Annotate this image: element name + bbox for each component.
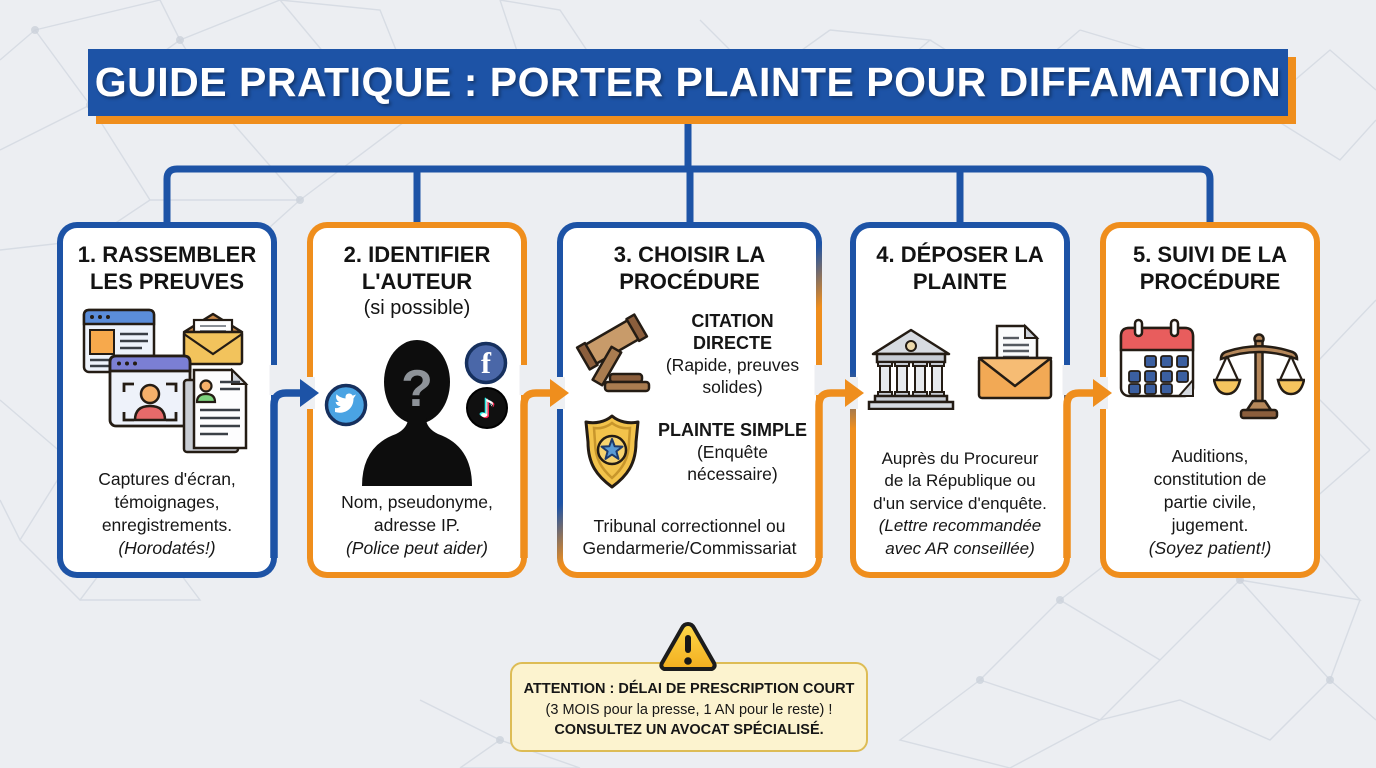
step-card-4: 4. DÉPOSER LA PLAINTE <box>850 222 1070 578</box>
flow-connector-lines <box>163 116 1214 223</box>
option-plainte-simple-label: PLAINTE SIMPLE <box>657 420 807 441</box>
warning-detail: (3 MOIS pour la presse, 1 AN pour le res… <box>545 701 833 718</box>
step-card-5: 5. SUIVI DE LA PROCÉDURE <box>1100 222 1320 578</box>
facebook-icon: f <box>464 341 508 385</box>
step-card-2: 2. IDENTIFIER L'AUTEUR (si possible) ? f <box>307 222 527 578</box>
step-5-icons <box>1115 318 1305 420</box>
procedure-option-citation-directe: CITATION DIRECTE (Rapide, preuves solide… <box>569 310 810 399</box>
warning-triangle-icon <box>659 622 717 671</box>
step-card-1: 1. RASSEMBLER LES PREUVES <box>57 222 277 578</box>
arrow-step1-to-step2-icon <box>269 365 319 558</box>
step-5-description: Auditions, constitution de partie civile… <box>1148 445 1272 558</box>
step-2-icons: ? f ♪ ♪ ♪ <box>317 334 517 487</box>
arrow-step4-to-step5-icon <box>1062 365 1112 558</box>
mail-letter-icon <box>977 323 1053 399</box>
step-2-subtitle: (si possible) <box>363 296 471 319</box>
police-badge-icon <box>584 414 640 489</box>
justice-scales-icon <box>1213 332 1305 419</box>
step-4-icons <box>863 322 1057 410</box>
svg-text:♪: ♪ <box>481 395 497 424</box>
page-title: GUIDE PRATIQUE : PORTER PLAINTE POUR DIF… <box>94 59 1282 105</box>
warning-heading: ATTENTION : DÉLAI DE PRESCRIPTION COURT <box>523 681 855 697</box>
step-1-icons <box>82 308 252 458</box>
option-citation-directe-label: CITATION DIRECTE <box>691 310 774 354</box>
step-3-title: 3. CHOISIR LA PROCÉDURE <box>613 242 766 294</box>
svg-text:♪: ♪ <box>479 394 495 423</box>
step-1-description: Captures d'écran, témoignages, enregistr… <box>98 468 236 558</box>
svg-text:f: f <box>481 347 492 380</box>
step-1-title: 1. RASSEMBLER LES PREUVES <box>77 242 257 294</box>
step-4-title: 4. DÉPOSER LA PLAINTE <box>876 242 1044 294</box>
step-2-description: Nom, pseudonyme, adresse IP. (Police peu… <box>341 491 493 558</box>
twitter-icon <box>324 383 368 427</box>
video-call-window-icon <box>108 354 192 428</box>
step-3-footer: Tribunal correctionnel ou Gendarmerie/Co… <box>582 515 797 559</box>
warning-footer: CONSULTEZ UN AVOCAT SPÉCIALISÉ. <box>554 722 824 739</box>
svg-text:♪: ♪ <box>478 393 494 422</box>
procedure-option-plainte-simple: PLAINTE SIMPLE (Enquête nécessaire) <box>569 412 810 492</box>
calendar-icon <box>1119 318 1195 397</box>
step-card-3: 3. CHOISIR LA PROCÉDURE CITATION DIRECTE <box>557 222 822 578</box>
courthouse-icon <box>867 328 955 410</box>
gavel-icon <box>575 313 651 393</box>
step-5-title: 5. SUIVI DE LA PROCÉDURE <box>1132 242 1288 294</box>
arrow-step3-to-step4-icon <box>814 365 864 558</box>
step-4-description: Auprès du Procureur de la République ou … <box>873 448 1047 558</box>
step-2-title: 2. IDENTIFIER L'AUTEUR (si possible) <box>343 242 491 319</box>
arrow-step2-to-step3-icon <box>519 365 569 558</box>
anonymous-silhouette-icon: ? <box>362 340 472 487</box>
warning-box: ATTENTION : DÉLAI DE PRESCRIPTION COURT … <box>510 662 868 752</box>
open-envelope-icon <box>182 312 244 365</box>
svg-text:?: ? <box>401 360 433 418</box>
witness-document-icon <box>182 367 249 453</box>
tiktok-icon: ♪ ♪ ♪ <box>466 387 508 430</box>
title-banner: GUIDE PRATIQUE : PORTER PLAINTE POUR DIF… <box>88 49 1288 116</box>
